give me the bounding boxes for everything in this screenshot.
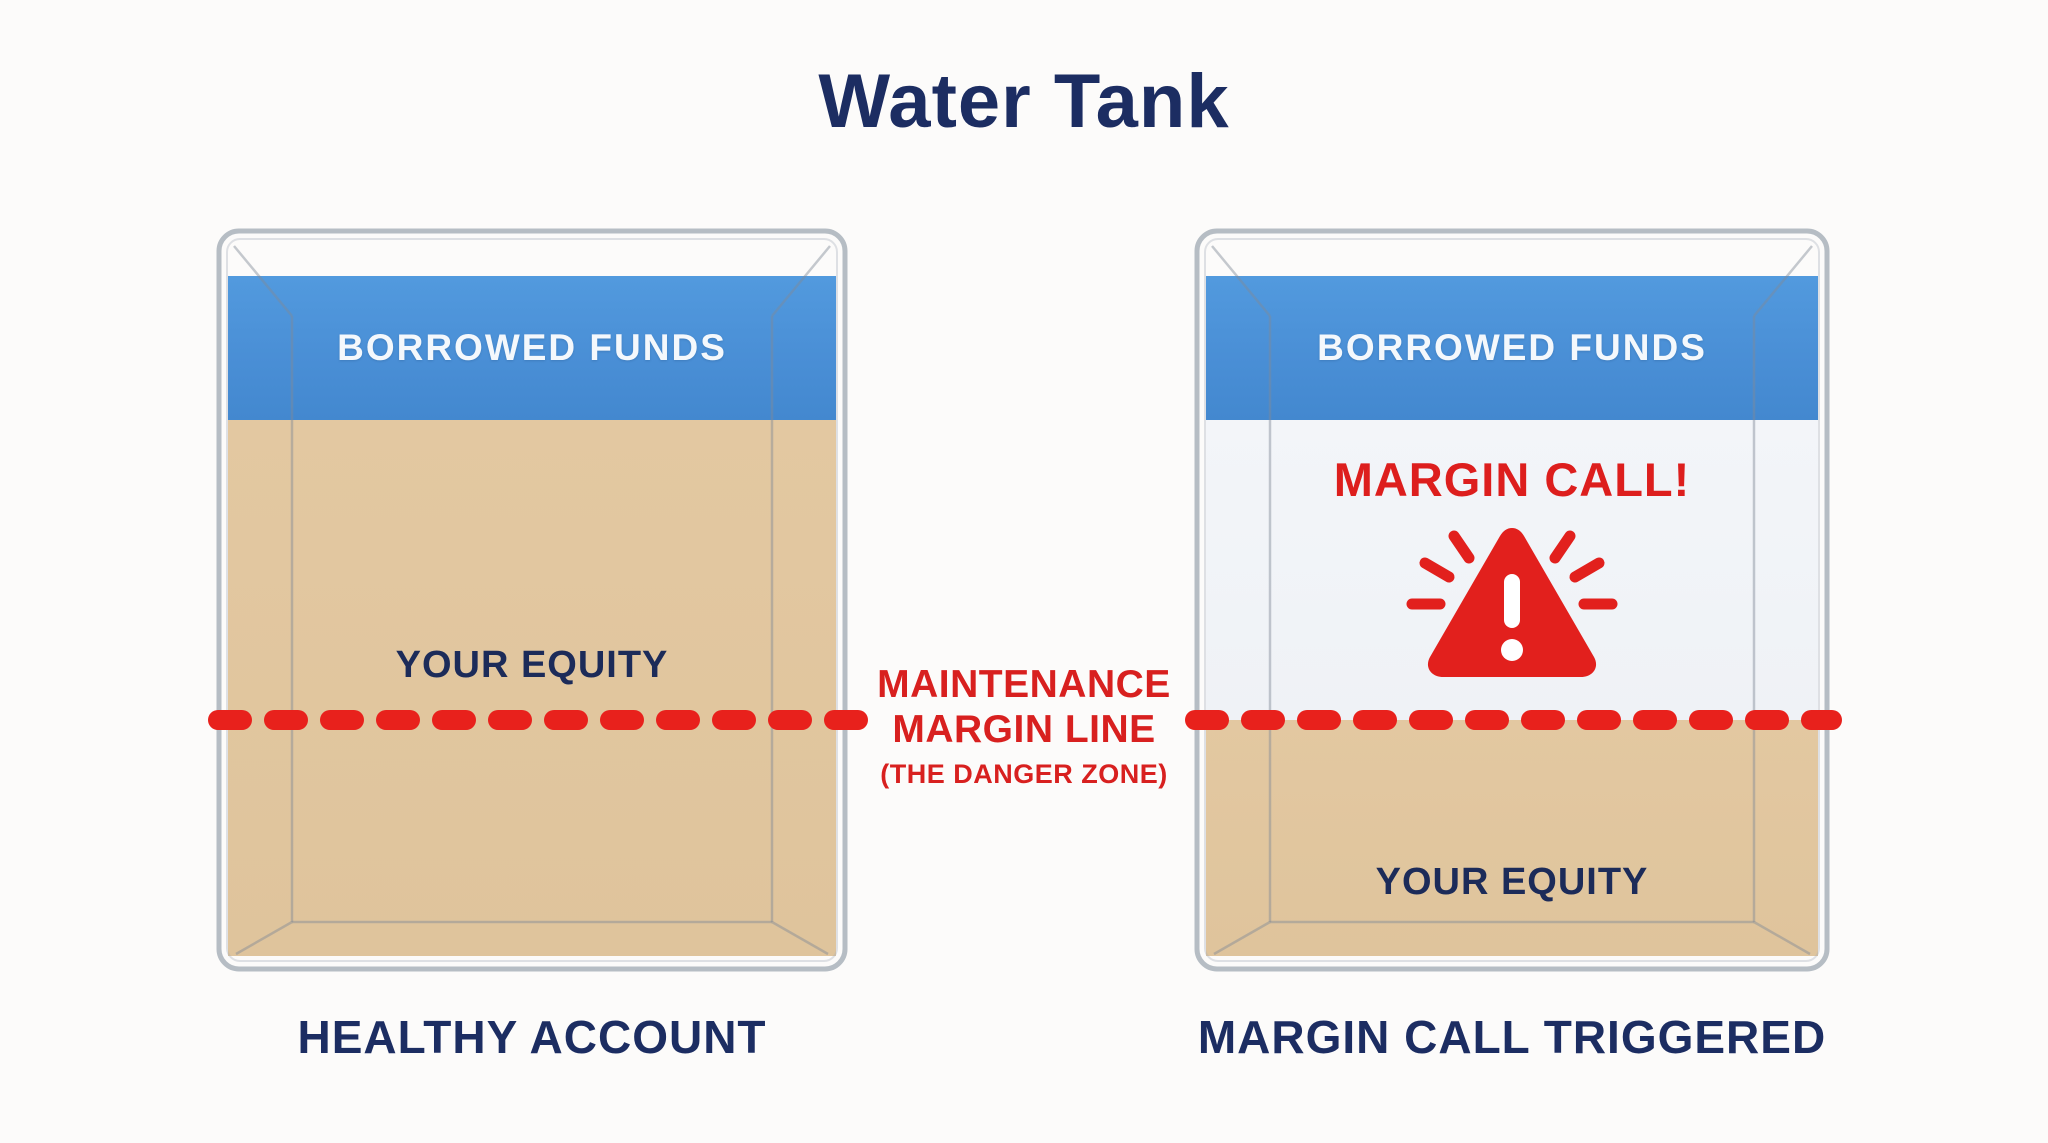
caption-healthy-account: HEALTHY ACCOUNT: [297, 1011, 767, 1063]
warning-triangle-icon: [1399, 516, 1625, 686]
borrowed-funds-band: BORROWED FUNDS: [1206, 276, 1818, 420]
equity-fill: [228, 420, 836, 956]
borrowed-funds-label: BORROWED FUNDS: [1317, 327, 1707, 368]
tank-fill-area: BORROWED FUNDS MARGIN CALL!: [1206, 276, 1818, 956]
tank-margin-call: BORROWED FUNDS MARGIN CALL!: [1194, 228, 1830, 972]
caption-margin-call-triggered: MARGIN CALL TRIGGERED: [1197, 1011, 1827, 1063]
maintenance-margin-label-line2: MARGIN LINE: [892, 708, 1156, 751]
maintenance-margin-label-line1: MAINTENANCE: [877, 663, 1171, 706]
page-title: Water Tank: [818, 59, 1230, 144]
maintenance-margin-label-line3: (THE DANGER ZONE): [880, 759, 1168, 789]
maintenance-margin-label: MAINTENANCE MARGIN LINE (THE DANGER ZONE…: [874, 662, 1174, 792]
margin-call-alert-label: MARGIN CALL!: [1333, 453, 1691, 506]
your-equity-label: YOUR EQUITY: [1375, 861, 1649, 903]
tank-healthy-account: BORROWED FUNDS YOUR EQUITY: [216, 228, 848, 972]
borrowed-funds-band: BORROWED FUNDS: [228, 276, 836, 420]
drained-equity-zone: MARGIN CALL!: [1206, 420, 1818, 720]
equity-fill: [1206, 720, 1818, 956]
borrowed-funds-label: BORROWED FUNDS: [337, 327, 727, 368]
your-equity-label: YOUR EQUITY: [395, 644, 669, 686]
tank-fill-area: BORROWED FUNDS YOUR EQUITY: [228, 276, 836, 956]
